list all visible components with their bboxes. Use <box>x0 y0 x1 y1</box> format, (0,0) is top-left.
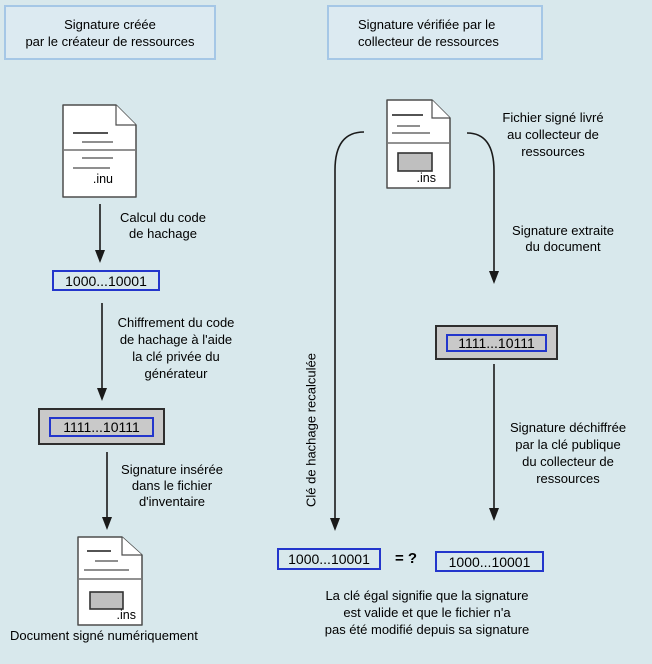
left-header-text: Signature créée par le créateur de resso… <box>25 16 195 49</box>
arrowhead <box>489 271 499 284</box>
decrypted-value-box: 1000...10001 <box>435 551 544 572</box>
hash-step-label: Calcul du code de hachage <box>120 210 206 241</box>
encrypt-arrow <box>97 303 107 401</box>
hash-value-text: 1000...10001 <box>65 272 147 289</box>
arrowhead <box>97 388 107 401</box>
decrypt-arrow <box>489 364 499 521</box>
source-doc-ext-label: .inu <box>92 172 113 186</box>
signed-doc-ext-label-bottom: .ins <box>116 608 136 622</box>
right-header-box: Signature vérifiée par le collecteur de … <box>327 5 543 60</box>
left-header-box: Signature créée par le créateur de resso… <box>4 5 216 60</box>
recalculated-value-text: 1000...10001 <box>288 551 370 567</box>
extract-connector-arrow <box>466 132 499 284</box>
hash-arrow <box>95 204 105 263</box>
extracted-value-text: 1111...10111 <box>458 335 535 351</box>
signature-block <box>397 152 433 172</box>
signed-document-top-icon <box>386 99 451 189</box>
equals-question: = ? <box>394 550 418 567</box>
document-fold <box>431 100 450 119</box>
encrypted-value-text: 1111...10111 <box>63 419 140 435</box>
signature-block <box>89 591 124 610</box>
hash-value-box: 1000...10001 <box>52 270 160 291</box>
encrypt-step-label: Chiffrement du code de hachage à l'aide … <box>117 315 235 381</box>
right-header-text: Signature vérifiée par le collecteur de … <box>358 16 499 49</box>
signed-doc-caption: Document signé numériquement <box>10 628 198 643</box>
extract-step-label: Signature extraite du document <box>512 223 614 254</box>
encrypted-value-box: 1111...10111 <box>38 408 165 445</box>
document-fold <box>121 537 142 556</box>
insert-step-label: Signature insérée dans le fichier d'inve… <box>121 462 223 509</box>
recalculated-key-label: Clé de hachage recalculée <box>303 353 319 507</box>
extracted-value-inner: 1111...10111 <box>446 334 547 352</box>
signed-doc-ext-label-top: .ins <box>416 171 436 185</box>
insert-arrow <box>102 452 112 530</box>
encrypted-value-inner: 1111...10111 <box>49 417 154 437</box>
arrowhead <box>489 508 499 521</box>
conclusion-text: La clé égal signifie que la signature es… <box>324 588 530 637</box>
arrowhead <box>330 518 340 531</box>
delivery-label: Fichier signé livré au collecteur de res… <box>502 110 604 159</box>
signed-document-bottom-icon <box>77 536 143 626</box>
recalculated-value-box: 1000...10001 <box>277 548 381 570</box>
arrowhead <box>95 250 105 263</box>
document-fold <box>115 105 136 126</box>
arrowhead <box>102 517 112 530</box>
document-page <box>62 104 137 198</box>
extracted-value-box: 1111...10111 <box>435 325 558 360</box>
recalc-connector-arrow <box>330 131 365 531</box>
source-document-icon <box>62 104 137 198</box>
decrypt-step-label: Signature déchiffrée par la clé publique… <box>509 420 627 486</box>
decrypted-value-text: 1000...10001 <box>448 553 531 570</box>
